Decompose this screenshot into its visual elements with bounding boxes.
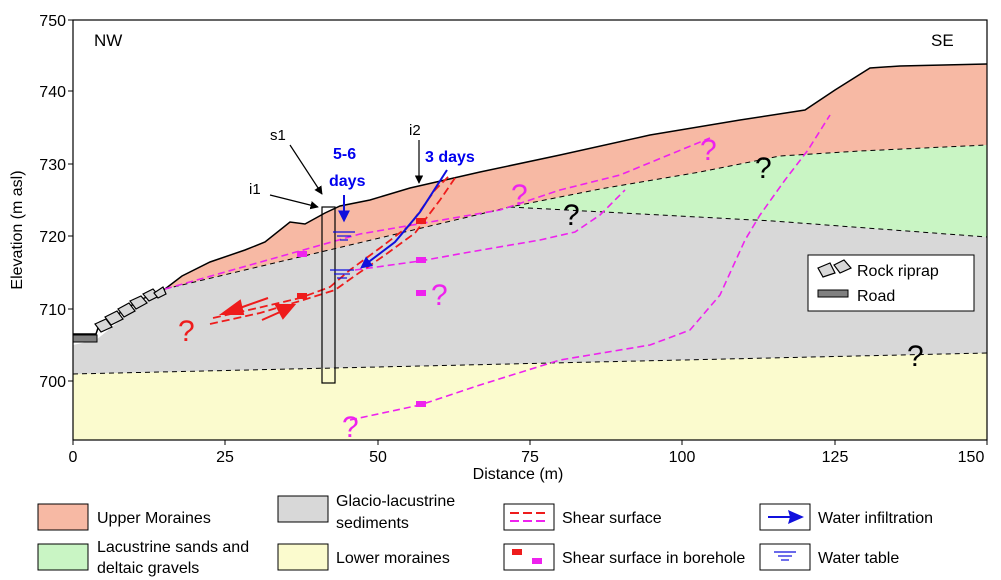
corner-label-nw: NW xyxy=(94,31,122,50)
x-tick-label: 0 xyxy=(69,449,78,466)
geology-layers xyxy=(73,63,987,440)
borehole-pointer-arrows xyxy=(269,140,424,210)
glacio-lacustrine-layer xyxy=(73,207,987,374)
label-5-6: 5-6 xyxy=(333,146,356,163)
x-tick-labels: 0 25 50 75 100 125 150 xyxy=(69,449,985,466)
riprap-icon xyxy=(817,262,836,278)
legend-water-table: Water table xyxy=(818,550,899,567)
borehole-labels: s1 i1 i2 xyxy=(249,122,421,198)
label-s1: s1 xyxy=(270,127,286,144)
legend-shear-surface: Shear surface xyxy=(562,510,662,527)
legend-lacustrine-line1: Lacustrine sands and xyxy=(97,539,249,556)
legend-glacio-line2: sediments xyxy=(336,515,409,532)
qmark-black-3: ? xyxy=(907,340,924,373)
x-tick-label: 125 xyxy=(822,449,849,466)
swatch-lacustrine xyxy=(37,543,89,571)
y-tick-label: 700 xyxy=(39,374,66,391)
infiltration-labels: 5-6 days 3 days xyxy=(329,146,475,190)
label-i2: i2 xyxy=(409,122,421,139)
qmark-red: ? xyxy=(178,315,195,348)
qmark-black-2: ? xyxy=(755,152,772,185)
legend-lower-moraines: Lower moraines xyxy=(336,550,450,567)
x-tick-label: 75 xyxy=(521,449,539,466)
x-axis xyxy=(72,440,988,445)
y-tick-label: 750 xyxy=(39,13,66,30)
swatch-upper-moraines xyxy=(37,503,89,531)
road xyxy=(73,334,98,343)
water-table-markers xyxy=(330,231,355,279)
swatch-shear-surface xyxy=(503,503,555,531)
qmark-magenta-3: ? xyxy=(700,134,717,167)
x-tick-label: 150 xyxy=(958,449,985,466)
inset-legend-road: Road xyxy=(857,288,895,305)
corner-label-se: SE xyxy=(931,31,954,50)
rock-riprap xyxy=(94,286,167,333)
upper-moraines-layer xyxy=(140,64,987,304)
qmark-magenta-4: ? xyxy=(342,411,359,444)
label-3-days: 3 days xyxy=(425,149,475,166)
x-axis-title: Distance (m) xyxy=(473,466,564,483)
inset-legend-riprap: Rock riprap xyxy=(857,263,939,280)
swatch-shear-borehole xyxy=(503,543,555,571)
red-slip-arrows xyxy=(218,297,297,321)
water-infiltration-arrows xyxy=(338,169,448,269)
qmark-black-1: ? xyxy=(563,199,580,232)
qmark-magenta-2: ? xyxy=(431,279,448,312)
swatch-water-table xyxy=(759,543,811,571)
legend-water-infiltration: Water infiltration xyxy=(818,510,933,527)
lower-moraines-layer xyxy=(73,353,987,440)
borehole-s1 xyxy=(321,206,336,384)
y-axis xyxy=(68,19,73,382)
y-tick-label: 710 xyxy=(39,302,66,319)
y-axis-title: Elevation (m asl) xyxy=(9,170,26,289)
x-tick-label: 100 xyxy=(669,449,696,466)
y-tick-labels: 750 740 730 720 710 700 xyxy=(39,13,66,391)
borehole-shear-markers xyxy=(297,218,426,407)
x-tick-label: 50 xyxy=(369,449,387,466)
magenta-shear-surfaces xyxy=(164,114,831,421)
legend-shear-borehole: Shear surface in borehole xyxy=(562,550,745,567)
uncertainty-marks: ? ? ? ? ? ? ? ? xyxy=(178,134,924,444)
qmark-magenta-1: ? xyxy=(511,179,528,212)
x-tick-label: 25 xyxy=(216,449,234,466)
legend-lacustrine-line2: deltaic gravels xyxy=(97,560,199,577)
y-tick-label: 740 xyxy=(39,84,66,101)
label-i1: i1 xyxy=(249,181,261,198)
bottom-legend: Upper Moraines Lacustrine sands and delt… xyxy=(37,493,933,577)
label-days: days xyxy=(329,173,366,190)
legend-upper-moraines: Upper Moraines xyxy=(97,510,211,527)
y-tick-label: 730 xyxy=(39,157,66,174)
y-tick-label: 720 xyxy=(39,229,66,246)
swatch-glacio xyxy=(277,495,329,523)
road-icon xyxy=(817,289,849,298)
inset-legend: Rock riprap Road xyxy=(807,254,975,312)
legend-glacio-line1: Glacio-lacustrine xyxy=(336,493,455,510)
lacustrine-sands-layer xyxy=(510,145,987,237)
swatch-lower-moraines xyxy=(277,543,329,571)
